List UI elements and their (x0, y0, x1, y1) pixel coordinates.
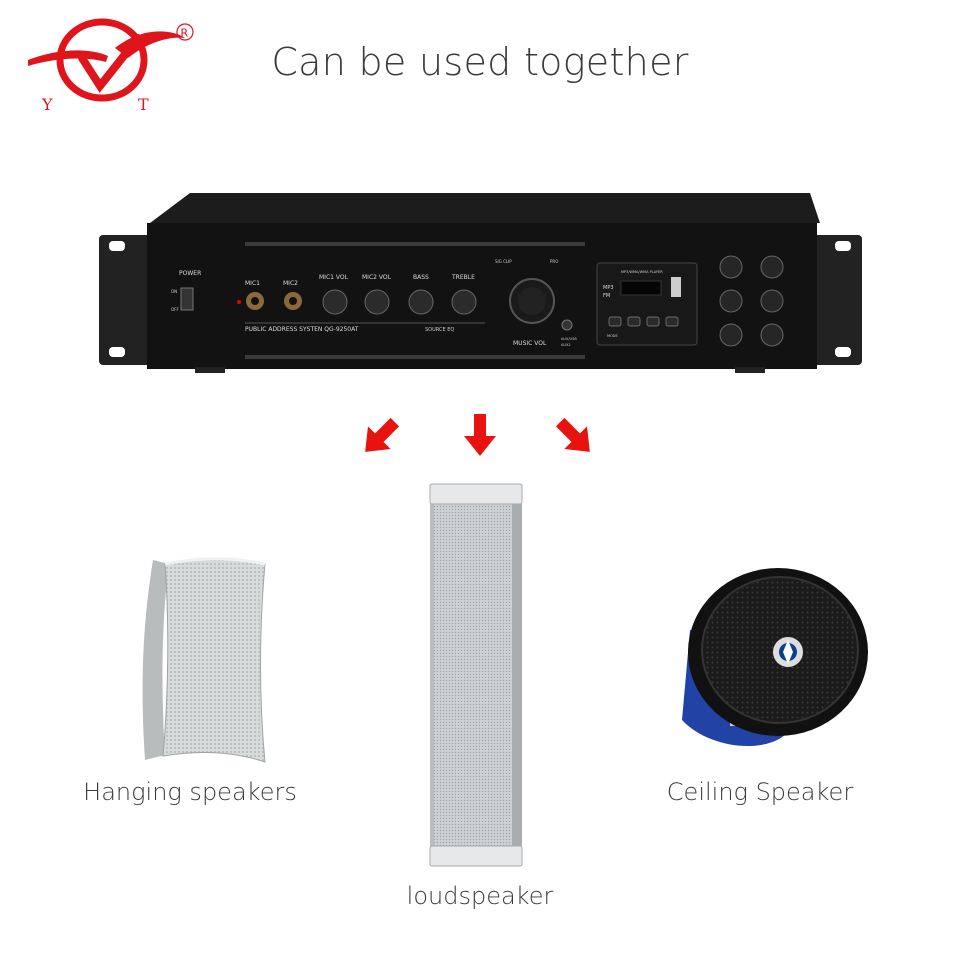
column-speaker-image (429, 483, 523, 867)
on-label: ON (171, 289, 177, 294)
player-label: MP3/WMA/WMA PLAYER (621, 270, 663, 274)
logo-letter-y: Y (41, 95, 53, 114)
arrow-down-icon (464, 414, 496, 456)
power-label: POWER (179, 270, 201, 277)
logo-letter-t: T (138, 95, 149, 114)
mode-label: MODE (607, 334, 618, 338)
arrow-down-left-icon (365, 417, 400, 452)
pro-label: PRO (550, 259, 558, 264)
headline: Can be used together (271, 40, 689, 84)
mic2-vol-label: MIC2 VOL (362, 274, 392, 281)
ceiling-speaker-caption: Ceiling Speaker (666, 778, 854, 806)
arrow-down-right-icon (555, 417, 590, 452)
mic1-label: MIC1 (245, 280, 260, 287)
loudspeaker-caption: loudspeaker (406, 882, 554, 910)
sig-clip-label: SIG CLIP (495, 259, 512, 264)
wall-speaker-image (142, 557, 266, 763)
registered-mark: R (181, 27, 189, 40)
music-vol-label: MUSIC VOL (513, 340, 547, 347)
off-label: OFF (171, 307, 179, 312)
mic1-vol-label: MIC1 VOL (319, 274, 349, 281)
mp3-label: MP3 (603, 285, 614, 291)
brand-logo: Y T R (28, 18, 194, 114)
bass-label: BASS (413, 274, 429, 281)
fm-label: FM (603, 293, 610, 299)
aux2-label: AUX2 (561, 343, 571, 347)
model-label: PUBLIC ADDRESS SYSTEN QG-9250AT (245, 326, 359, 333)
aux-label: AUX/USB (561, 337, 577, 341)
hanging-speakers-caption: Hanging speakers (83, 778, 297, 806)
ceiling-speaker-image (682, 568, 868, 747)
source-eq-label: SOURCE EQ (425, 327, 454, 333)
amplifier-image: POWER ON OFF MIC1 MIC2 MIC1 VOL MIC2 VOL… (99, 193, 862, 373)
treble-label: TREBLE (451, 274, 475, 281)
mic2-label: MIC2 (283, 280, 298, 287)
